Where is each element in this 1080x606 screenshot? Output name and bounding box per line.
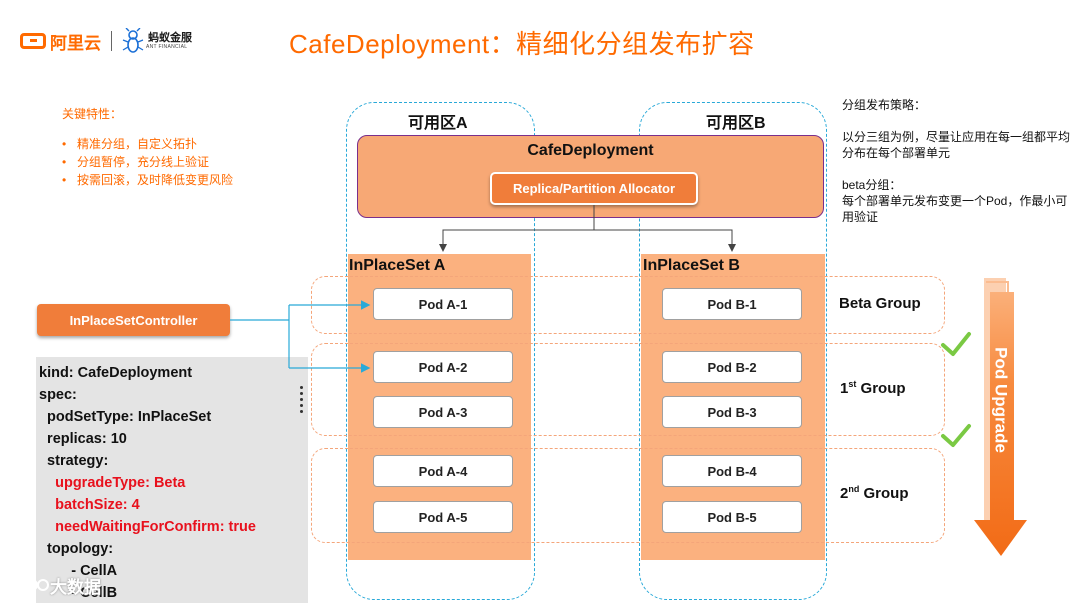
inplaceset-controller: InPlaceSetController — [37, 304, 230, 336]
controller-connector — [230, 300, 371, 373]
inplaceset-b-label: InPlaceSet B — [643, 257, 740, 274]
pod-a-2: Pod A-2 — [373, 351, 513, 383]
replica-partition-allocator: Replica/Partition Allocator — [490, 172, 698, 205]
yaml-line-highlight: batchSize: 4 — [39, 497, 140, 513]
slide-title: CafeDeployment：精细化分组发布扩容 — [289, 29, 755, 59]
yaml-line-highlight: upgradeType: Beta — [39, 475, 186, 491]
yaml-line: podSetType: InPlaceSet — [39, 409, 212, 425]
watermark-text: 大数据 — [50, 578, 101, 597]
pod-upgrade-label: Pod Upgrade — [992, 347, 1011, 453]
yaml-line: topology: — [39, 541, 114, 557]
yaml-line: replicas: 10 — [39, 431, 127, 447]
pod-b-4: Pod B-4 — [662, 455, 802, 487]
release-strategy-notes: 分组发布策略： 以分三组为例，尽量让应用在每一组都平均分布在每个部署单元 bet… — [842, 97, 1070, 225]
yaml-line-highlight: needWaitingForConfirm: true — [39, 519, 256, 535]
pod-a-1: Pod A-1 — [373, 288, 513, 320]
ant-logo-text: 蚂蚁金服 — [148, 31, 192, 44]
zone-a-label: 可用区A — [408, 115, 468, 132]
yaml-line: spec: — [39, 387, 77, 403]
feature-item: 按需回滚，及时降低变更风险 — [62, 171, 233, 189]
inplaceset-a-label: InPlaceSet A — [349, 257, 446, 274]
pod-b-3: Pod B-3 — [662, 396, 802, 428]
ant-logo-subtext: ANT FINANCIAL — [146, 43, 188, 50]
logo-divider — [111, 31, 112, 51]
pod-upgrade-arrow — [974, 278, 1027, 556]
feature-item: 分组暂停，充分线上验证 — [62, 153, 233, 171]
beta-heading: beta分组： — [842, 178, 902, 192]
aliyun-logo-text: 阿里云 — [50, 33, 101, 53]
watermark-logo-icon — [13, 578, 49, 593]
pod-upgrade-text: Pod Upgrade — [992, 347, 1011, 453]
check-icon — [941, 332, 971, 356]
more-options-icon — [300, 386, 304, 418]
zone-b-label: 可用区B — [706, 115, 766, 132]
zone-b — [639, 102, 827, 600]
key-features: 关键特性： 精准分组，自定义拓扑 分组暂停，充分线上验证 按需回滚，及时降低变更… — [62, 105, 233, 189]
pod-b-2: Pod B-2 — [662, 351, 802, 383]
beta-group-label: Beta Group — [839, 295, 921, 312]
pod-b-1: Pod B-1 — [662, 288, 802, 320]
aliyun-logo-icon — [20, 33, 46, 49]
yaml-line: strategy: — [39, 453, 109, 469]
watermark: 大数据 — [12, 573, 101, 598]
yaml-line: - CellA — [39, 563, 118, 579]
features-heading: 关键特性： — [62, 107, 123, 121]
second-group-box — [311, 448, 945, 543]
first-group-label: 1st Group — [840, 379, 906, 397]
strategy-heading: 分组发布策略： — [842, 98, 927, 112]
allocator-connector — [439, 205, 736, 252]
first-group-box — [311, 343, 945, 436]
yaml-spec-panel: kind: CafeDeployment spec: podSetType: I… — [36, 357, 308, 603]
second-group-label: 2nd Group — [840, 484, 909, 502]
beta-line: 每个部署单元发布变更一个Pod，作最小可用验证 — [842, 194, 1068, 224]
pod-a-4: Pod A-4 — [373, 455, 513, 487]
cafedeployment-title: CafeDeployment — [527, 142, 654, 159]
pod-a-3: Pod A-3 — [373, 396, 513, 428]
feature-item: 精准分组，自定义拓扑 — [62, 135, 233, 153]
zone-a — [346, 102, 535, 600]
ant-financial-logo-icon — [122, 28, 144, 53]
yaml-line: - CellB — [39, 585, 118, 601]
check-icon — [941, 424, 971, 447]
pod-b-5: Pod B-5 — [662, 501, 802, 533]
pod-a-5: Pod A-5 — [373, 501, 513, 533]
yaml-line: kind: CafeDeployment — [39, 365, 193, 381]
company-logos: 阿里云 蚂蚁金服 ANT FINANCIAL — [20, 26, 192, 56]
strategy-line: 以分三组为例，尽量让应用在每一组都平均分布在每个部署单元 — [842, 130, 1071, 160]
